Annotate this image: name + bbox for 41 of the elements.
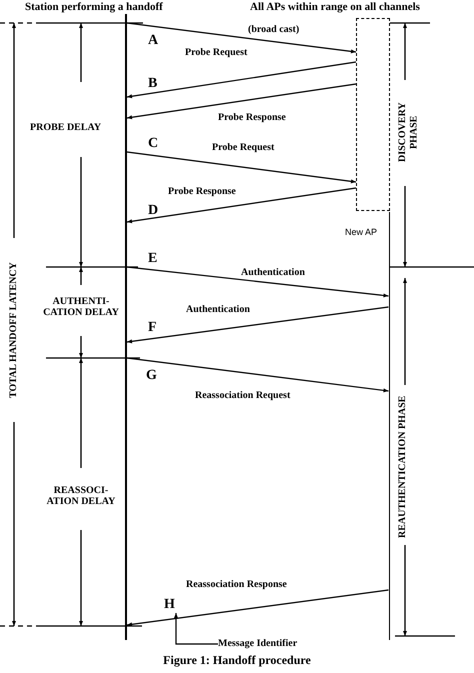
message-letter: B [148, 76, 158, 92]
message-label: Authentication [186, 304, 250, 315]
message-label: Reassociation Request [195, 390, 290, 401]
lifeline-label: New AP [345, 228, 378, 238]
access-point-group-box [356, 18, 390, 211]
message-arrow [174, 613, 218, 645]
message-arrow [126, 306, 389, 344]
lifeline [388, 212, 390, 640]
dimension-label: REAUTHENTICATION PHASE [397, 394, 408, 540]
message-arrow [126, 266, 389, 298]
dimension-label: TOTAL HANDOFF LATENCY [8, 261, 20, 400]
message-arrow [126, 589, 389, 626]
message-label: Probe Request [212, 142, 274, 153]
dimension-label: PROBE DELAY [30, 122, 102, 133]
message-arrow [126, 61, 356, 98]
message-letter: D [148, 203, 158, 218]
dimension-label: AUTHENTI- CATION DELAY [42, 296, 120, 318]
column-heading: Station performing a handoff [25, 1, 163, 14]
message-letter: F [148, 320, 157, 336]
dimension-label: DISCOVERY PHASE [397, 102, 420, 164]
lifeline [125, 14, 127, 640]
message-letter: E [148, 251, 158, 266]
message-label: Probe Response [168, 186, 236, 197]
message-letter: A [148, 33, 158, 48]
note-text: (broad cast) [248, 24, 300, 35]
annotation-text: Message Identifier [218, 638, 298, 649]
message-letter: G [146, 368, 157, 384]
message-arrow [126, 83, 356, 120]
message-arrow [126, 22, 356, 54]
message-label: Probe Response [218, 112, 286, 123]
message-label: Reassociation Response [186, 579, 287, 590]
figure-caption: Figure 1: Handoff procedure [162, 654, 312, 668]
message-letter: C [148, 136, 158, 152]
message-letter: H [164, 597, 175, 612]
message-label: Probe Request [185, 47, 248, 58]
message-arrow [126, 357, 389, 392]
message-label: Authentication [241, 267, 305, 278]
message-arrow [126, 187, 356, 224]
column-heading: All APs within range on all channels [250, 1, 420, 14]
dimension-label: REASSOCI- ATION DELAY [46, 485, 116, 507]
message-arrow [126, 151, 356, 184]
